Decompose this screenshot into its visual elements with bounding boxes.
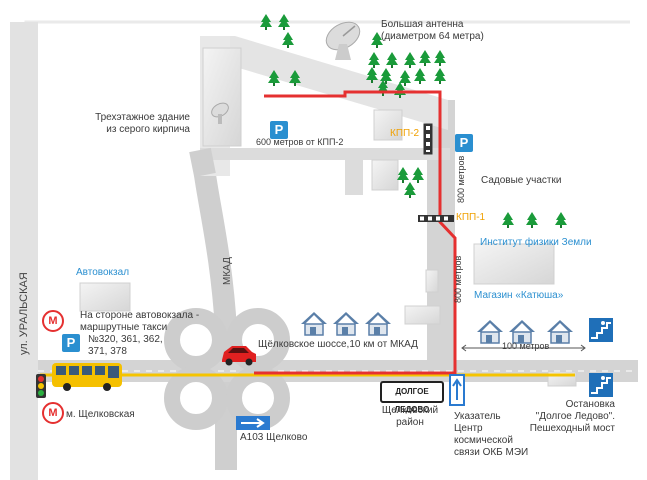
direction-arrow-icon: [236, 416, 270, 430]
metro-icon: М: [42, 310, 64, 332]
metro-icon: М: [42, 402, 64, 424]
traffic-light-icon: [36, 374, 46, 398]
distance-800-bottom-label: 800 метров: [453, 255, 463, 303]
big-antenna-label: Большая антенна: [381, 19, 464, 30]
pointer-label-line3: космической: [454, 435, 513, 446]
taxi-label-line4: 371, 378: [88, 346, 127, 357]
bus-icon: [52, 363, 122, 391]
parking-icon: P: [62, 334, 80, 352]
highway-label: Щёлковское шоссе,10 км от МКАД: [258, 339, 418, 350]
parking-icon: P: [270, 121, 288, 139]
barrier-icon: [418, 215, 454, 222]
uralskaya-street: [10, 22, 38, 480]
mkad-label: МКАД: [222, 257, 233, 285]
building-label-line1: Трехэтажное здание: [95, 112, 190, 123]
uralskaya-street-label: ул. УРАЛЬСКАЯ: [18, 272, 30, 355]
dolgoe-ledovo-sign: ДОЛГОЕ ЛЕДОВО: [380, 381, 444, 414]
stop-label-line1: Остановка: [565, 399, 615, 410]
taxi-label-line2: маршрутные такси: [80, 322, 168, 333]
pedestrian-bridge-icon: [589, 373, 613, 397]
route-line: [254, 90, 457, 375]
parking-icon: P: [455, 134, 473, 152]
kpp1-label: КПП-1: [456, 212, 486, 223]
big-antenna-diameter-label: (диаметром 64 метра): [381, 31, 484, 42]
stop-label-line3: Пешеходный мост: [529, 423, 615, 434]
district-label-line1: Щелковский: [381, 405, 439, 416]
distance-100-label: 100 метров: [502, 341, 550, 351]
institute-building: [473, 243, 555, 285]
satellite-dish-icon: [211, 102, 229, 124]
diagonal-road: [200, 36, 448, 130]
road-600: [200, 148, 450, 160]
distance-800-top-label: 800 метров: [456, 155, 466, 203]
institute-label: Институт физики Земли: [480, 237, 592, 248]
satellite-dish-icon: [325, 21, 361, 60]
shop-label: Магазин «Катюша»: [474, 290, 564, 301]
distance-600-label: 600 метров от КПП-2: [256, 137, 344, 147]
pointer-label-line4: связи ОКБ МЭИ: [454, 447, 529, 458]
taxi-label-line1: На стороне автовокзала -: [80, 310, 200, 321]
metro-station-label: м. Щелковская: [66, 409, 135, 420]
building-label-line2: из серого кирпича: [106, 124, 190, 135]
bus-station-building: [79, 282, 131, 312]
stop-label-line2: "Долгое Ледово".: [535, 411, 615, 422]
pointer-label-line1: Указатель: [454, 411, 501, 422]
pedestrian-bridge-icon: [589, 318, 613, 342]
bus-station-label: Автовокзал: [76, 267, 130, 278]
distance-100-line: [461, 344, 586, 352]
pointer-label-line2: Центр: [454, 423, 483, 434]
a103-label: А103 Щелково: [240, 432, 308, 443]
direction-arrow-icon: [449, 374, 465, 406]
three-story-building: [202, 47, 242, 147]
kpp2-label: КПП-2: [390, 128, 420, 139]
tree-icon: [260, 14, 567, 228]
car-icon: [222, 346, 256, 366]
access-road-lower: [427, 240, 455, 360]
mkad-road: [194, 173, 237, 470]
garden-plots-label: Садовые участки: [481, 175, 562, 186]
district-label-line2: район: [396, 417, 424, 428]
taxi-label-line3: №320, 361, 362,: [88, 334, 163, 345]
barrier-icon: [423, 123, 433, 155]
